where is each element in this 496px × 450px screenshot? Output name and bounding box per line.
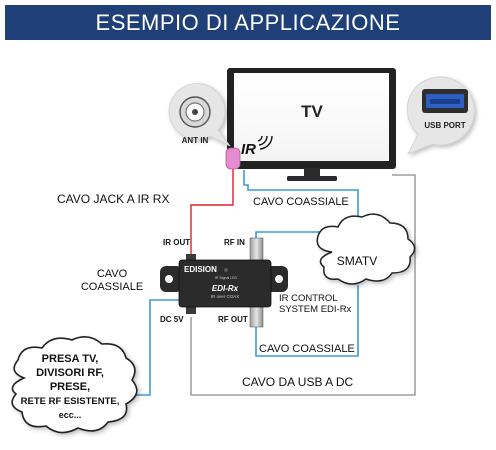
device-body [178, 259, 272, 308]
edi-rx-device: EDISION IR Signal LED EDI-Rx IR over COA… [160, 237, 288, 328]
coax-cable-tv-rf-in [243, 170, 359, 240]
cable-label-coax-left-1: CAVO [97, 268, 128, 280]
smatv-label: SMATV [337, 254, 377, 268]
device-tagline: IR over COAX [211, 294, 240, 299]
smatv-cloud [316, 213, 416, 285]
cable-label-jack-ir-rx: CAVO JACK A IR RX [57, 192, 169, 206]
presa-line-4: RETE RF ESISTENTE, [21, 396, 120, 407]
tv-screen [234, 73, 389, 161]
device-model: EDI-Rx [212, 284, 239, 293]
ir-waves-icon [257, 135, 273, 150]
title-banner: ESEMPIO DI APPLICAZIONE [5, 5, 491, 40]
rf-out-label: RF OUT [218, 315, 248, 324]
led-label: IR Signal LED [215, 276, 237, 280]
dc-5v-jack [186, 305, 196, 314]
ant-in-label: ANT IN [182, 136, 209, 145]
presa-tv-cloud [11, 336, 138, 434]
usb-port-label: USB PORT [424, 121, 465, 130]
jack-ir-cable [190, 168, 234, 257]
cable-label-coax-bottom: CAVO COASSIALE [259, 343, 355, 355]
antenna-connector-icon [179, 96, 211, 128]
rf-in-connector [249, 237, 264, 264]
ir-out-jack [186, 254, 196, 263]
cable-label-coax-left-2: COASSIALE [81, 281, 143, 293]
presa-line-3: PRESE, [50, 381, 90, 393]
ir-logo: IR [241, 141, 256, 158]
cable-label-coax-top: CAVO COASSIALE [253, 196, 349, 208]
cable-label-usb-dc: CAVO DA USB A DC [242, 375, 353, 389]
coax-cable-rf-out-smatv [255, 285, 359, 357]
dc-5v-label: DC 5V [160, 315, 184, 324]
ir-signal-led [224, 268, 228, 272]
presa-line-5: ecc... [59, 410, 82, 420]
ir-out-label: IR OUT [163, 238, 190, 247]
page-title: ESEMPIO DI APPLICAZIONE [95, 9, 401, 35]
system-label-line-1: IR CONTROL [279, 293, 338, 304]
usb-connector-icon [422, 89, 468, 113]
presa-line-1: PRESA TV, [42, 353, 99, 365]
usb-port-bubble [406, 76, 475, 155]
rf-out-connector [249, 304, 264, 328]
tv-neck [304, 168, 320, 177]
usb-dc-cable [190, 174, 416, 396]
presa-line-2: DIVISORI RF, [36, 367, 104, 379]
tv-set: TV IR [225, 68, 396, 181]
rf-in-label: RF IN [224, 238, 245, 247]
tv-stand [287, 176, 337, 181]
tv-label: TV [301, 102, 323, 121]
system-label-line-2: SYSTEM EDI-Rx [279, 304, 352, 315]
ir-receiver-plug [225, 147, 241, 170]
device-brand: EDISION [184, 265, 217, 274]
